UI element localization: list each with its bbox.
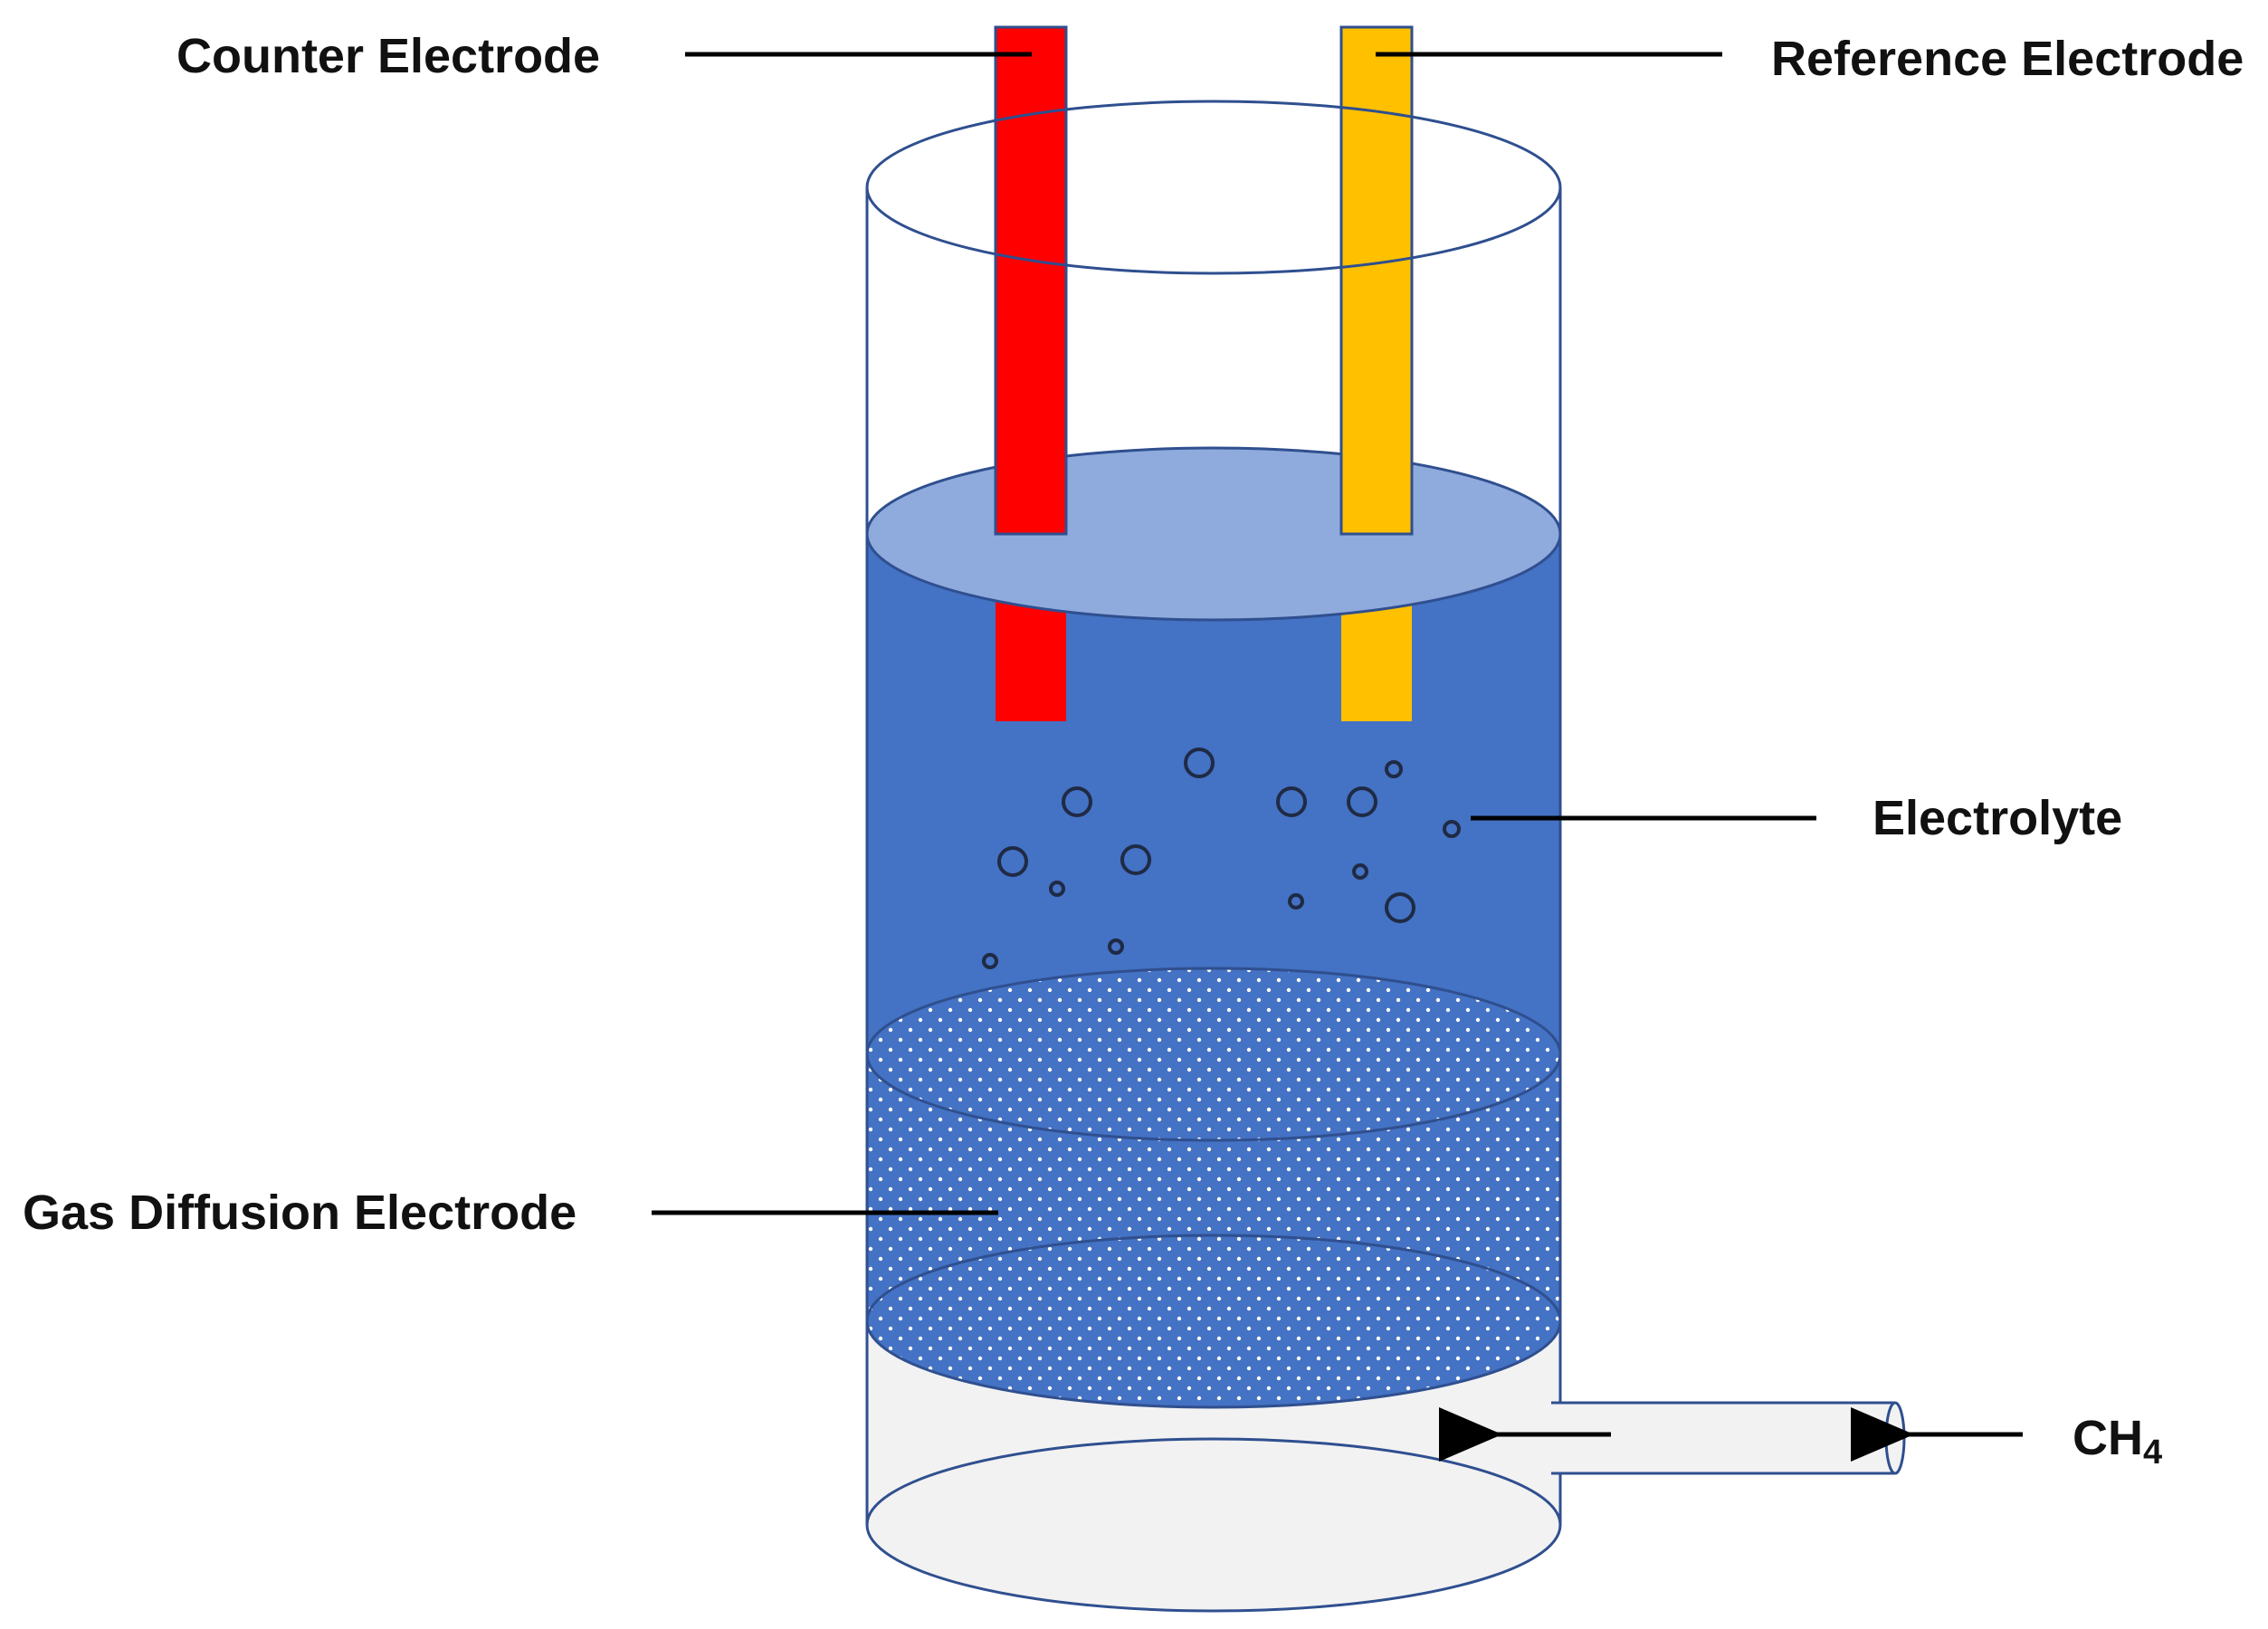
vessel-rim — [865, 100, 1562, 275]
reference-electrode-label: Reference Electrode — [1771, 32, 2244, 86]
vessel-bottom — [865, 1437, 1562, 1613]
gas-label-main: CH — [2073, 1411, 2143, 1465]
gas-bubbles — [982, 748, 1461, 969]
electrolyte-body — [865, 534, 1562, 1142]
gas-label: CH4 — [2073, 1411, 2162, 1472]
glass-vessel — [865, 100, 1562, 1525]
gas-diffusion-electrode — [865, 1054, 1562, 1409]
gas-label-subscript: 4 — [2143, 1434, 2162, 1472]
gas-inlet-pipe — [1551, 1401, 1906, 1475]
leader-lines — [652, 52, 1816, 1215]
electrolyte-surface — [865, 446, 1562, 622]
counter-electrode — [994, 25, 1068, 536]
reference-electrode-submerged — [1341, 602, 1412, 721]
counter-electrode-submerged — [996, 602, 1066, 721]
counter-electrode-label: Counter Electrode — [176, 29, 600, 83]
gas-diffusion-electrode-label: Gas Diffusion Electrode — [23, 1186, 577, 1240]
reference-electrode — [1339, 25, 1414, 536]
electrolyte-label: Electrolyte — [1873, 791, 2122, 845]
